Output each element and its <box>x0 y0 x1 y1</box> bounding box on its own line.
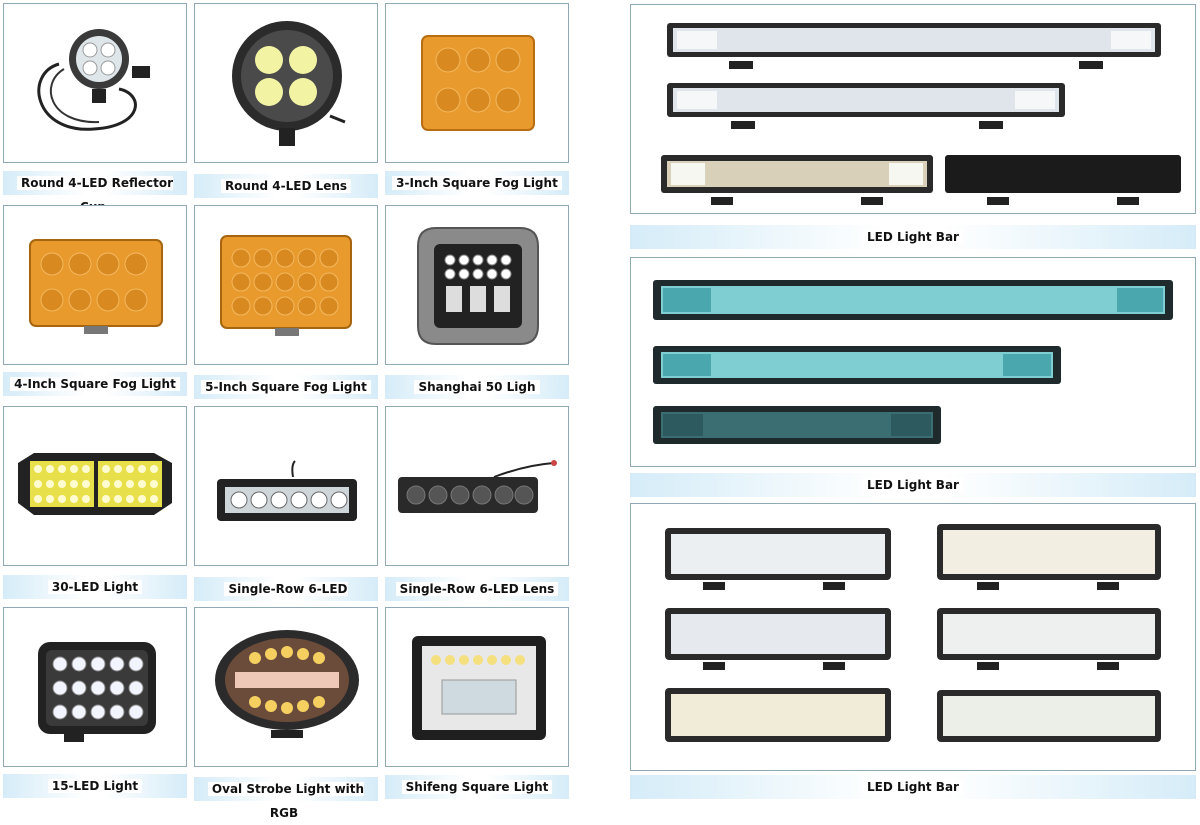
amber-fog-light-illustration <box>29 239 163 334</box>
oval-strobe-illustration <box>215 630 359 738</box>
round-lens-illustration <box>232 21 346 146</box>
amber-fog-light-illustration <box>421 35 535 131</box>
product-image-single-row-6led-reflector-cup <box>194 406 378 566</box>
product-image-oval-strobe-light-rgb <box>194 607 378 767</box>
product-image-15led-light <box>3 607 187 767</box>
caption-30led-light: 30-LED Light <box>3 575 187 599</box>
shifeng-square-illustration <box>412 636 546 740</box>
single-row-lens-illustration <box>398 460 557 513</box>
product-image-30led-light <box>3 406 187 566</box>
product-image-shanghai-50 <box>385 205 569 365</box>
caption-round-4led-lens: Round 4-LED Lens <box>194 174 378 198</box>
caption-4inch-square-fog-light: 4-Inch Square Fog Light <box>3 372 187 396</box>
caption-shifeng-square-light: Shifeng Square Light <box>385 775 569 799</box>
product-image-3inch-square-fog-light <box>385 3 569 163</box>
15led-light-illustration <box>38 642 156 742</box>
caption-round-4led-reflector-cup: Round 4-LED Reflector Cup <box>3 171 187 214</box>
product-image-5inch-square-fog-light <box>194 205 378 365</box>
lightbar-panel-2 <box>630 257 1196 467</box>
caption-single-row-6led-reflector-cup: Single-Row 6-LED Reflector Cup <box>194 577 378 620</box>
caption-led-light-bar-2: LED Light Bar <box>630 473 1196 497</box>
lightbar-panel-3 <box>630 503 1196 771</box>
single-row-reflector-illustration <box>217 460 357 521</box>
caption-led-light-bar-3: LED Light Bar <box>630 775 1196 799</box>
caption-5inch-square-fog-light: 5-Inch Square Fog Light <box>194 375 378 399</box>
lightbar-group-3-illustration <box>665 524 1161 742</box>
30led-light-illustration <box>18 453 172 515</box>
caption-single-row-6led-lens: Single-Row 6-LED Lens <box>385 577 569 601</box>
amber-fog-light-illustration <box>220 235 352 336</box>
lightbar-group-1-illustration <box>661 23 1181 205</box>
product-image-round-4led-reflector-cup <box>3 3 187 163</box>
product-image-round-4led-lens <box>194 3 378 163</box>
round-light-illustration <box>37 29 150 131</box>
product-image-shifeng-square-light <box>385 607 569 767</box>
caption-15led-light: 15-LED Light <box>3 774 187 798</box>
product-image-4inch-square-fog-light <box>3 205 187 365</box>
caption-oval-strobe-light-rgb: Oval Strobe Light with RGB <box>194 777 378 820</box>
caption-led-light-bar-1: LED Light Bar <box>630 225 1196 249</box>
caption-shanghai-50: Shanghai 50 Ligh <box>385 375 569 399</box>
product-image-single-row-6led-lens <box>385 406 569 566</box>
shanghai-light-illustration <box>417 227 539 345</box>
lightbar-group-2-illustration <box>653 280 1173 444</box>
caption-3inch-square-fog-light: 3-Inch Square Fog Light <box>385 171 569 195</box>
lightbar-panel-1 <box>630 4 1196 214</box>
